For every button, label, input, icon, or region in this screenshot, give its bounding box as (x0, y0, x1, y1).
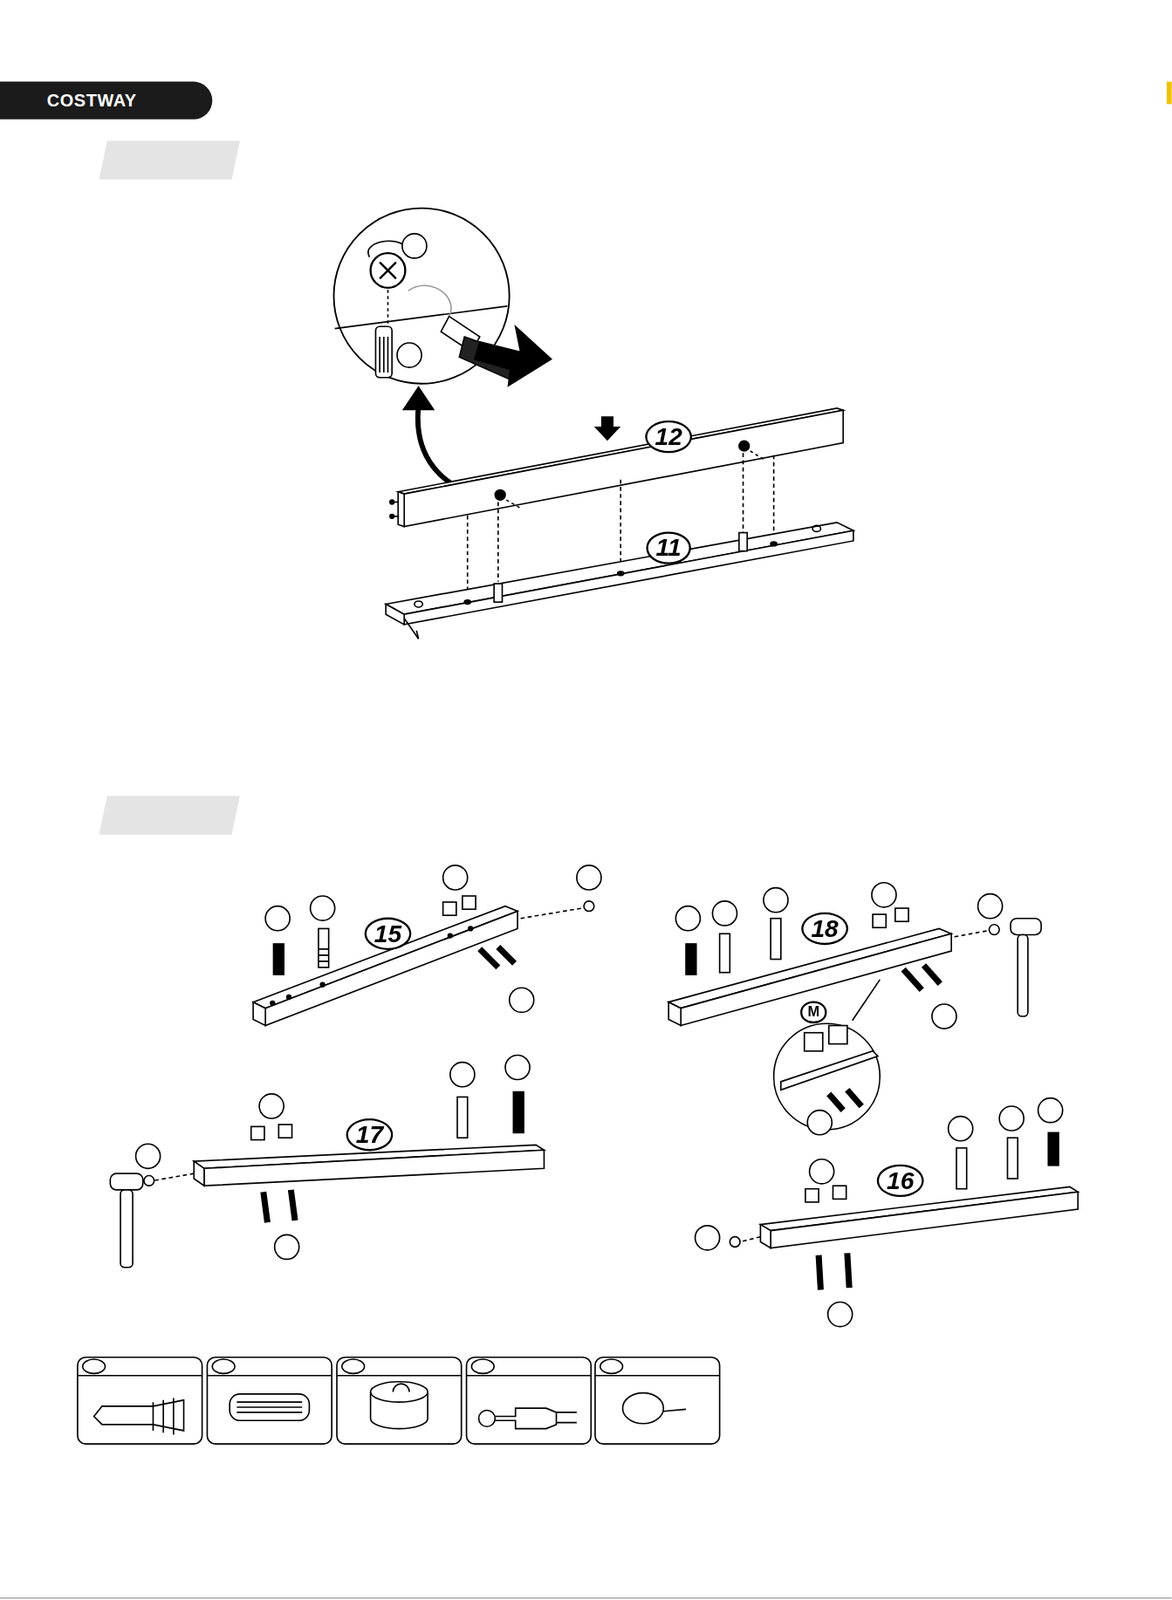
part-number: 16 (876, 1164, 925, 1198)
brand-name: COSTWAY (0, 90, 138, 111)
detail-letter: M (800, 1001, 827, 1024)
brand-tab: COSTWAY (0, 82, 213, 120)
part-number: 17 (345, 1118, 394, 1152)
part-number: 18 (801, 911, 850, 946)
